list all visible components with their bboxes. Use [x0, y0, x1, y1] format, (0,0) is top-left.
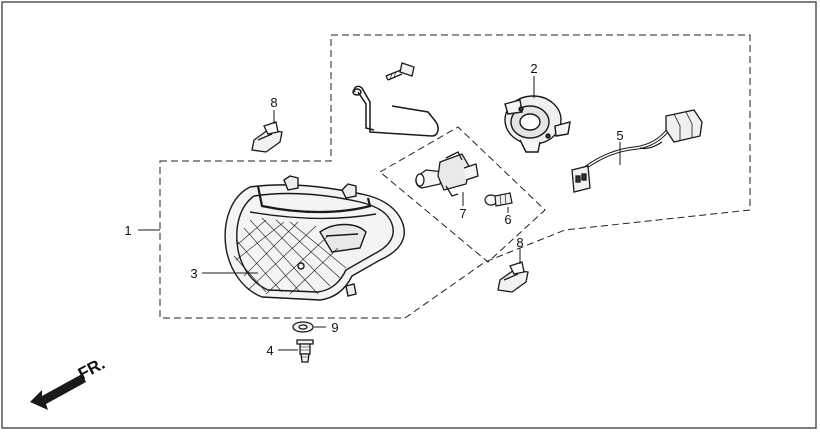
screw[interactable] [385, 62, 415, 81]
wire-harness[interactable] [571, 109, 703, 193]
mounting-bolt[interactable] [296, 339, 314, 363]
part-label-6: 6 [504, 212, 511, 227]
wire-bracket[interactable] [352, 85, 439, 137]
part-label-8-lower: 8 [516, 235, 523, 250]
part-label-8-upper: 8 [270, 95, 277, 110]
position-bulb[interactable] [484, 192, 513, 207]
part-label-4: 4 [266, 343, 273, 358]
part-label-3: 3 [190, 266, 197, 281]
leader-lines [138, 76, 621, 351]
part-label-2: 2 [530, 61, 537, 76]
bulb-group-boundary [379, 126, 546, 263]
retaining-clip-upper[interactable] [251, 121, 283, 153]
front-direction-arrow-icon [30, 374, 86, 410]
part-label-7: 7 [459, 206, 466, 221]
assembly-group-boundary [159, 34, 751, 319]
washer[interactable] [292, 321, 314, 333]
part-label-9: 9 [331, 320, 338, 335]
bulb-socket-holder[interactable] [504, 95, 571, 153]
retaining-clip-lower[interactable] [497, 261, 529, 293]
part-label-1: 1 [124, 223, 131, 238]
headlight-bulb[interactable] [415, 151, 479, 197]
headlight-lens-assembly[interactable] [224, 175, 405, 301]
part-label-5: 5 [616, 128, 623, 143]
